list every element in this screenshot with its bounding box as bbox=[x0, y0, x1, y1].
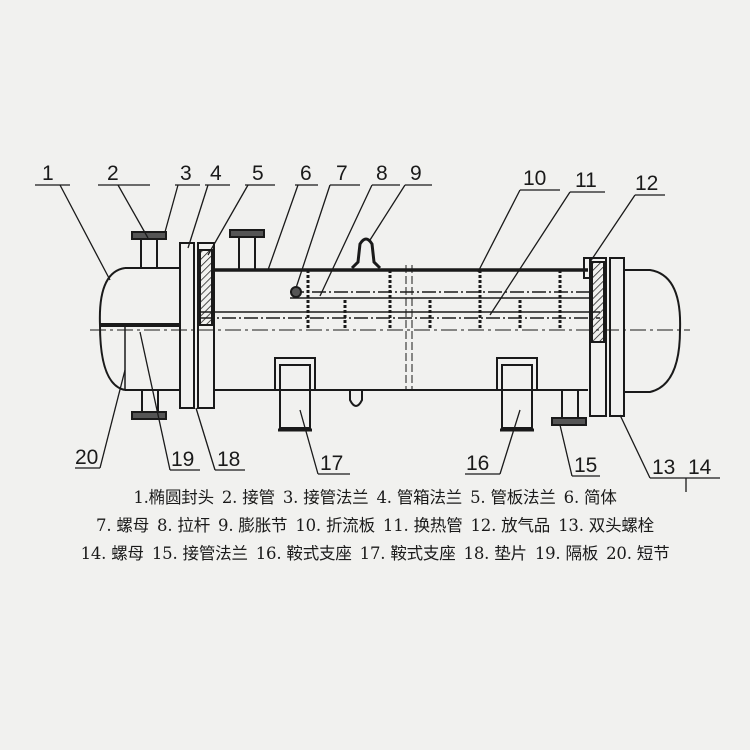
legend-item: 3. 接管法兰 bbox=[282, 488, 369, 507]
legend-item: 11. 换热管 bbox=[382, 516, 463, 535]
legend-item: 7. 螺母 bbox=[96, 516, 150, 535]
callout-numbers: 1 2 3 4 5 6 7 8 9 10 11 12 13 14 15 16 1… bbox=[42, 162, 712, 479]
legend-item: 8. 拉杆 bbox=[157, 516, 211, 535]
callout-2: 2 bbox=[107, 162, 119, 185]
legend-item: 4. 管箱法兰 bbox=[376, 488, 463, 507]
right-head-flange bbox=[609, 257, 625, 417]
callout-4: 4 bbox=[210, 162, 222, 185]
callout-1: 1 bbox=[42, 162, 54, 185]
left-elliptical-head bbox=[98, 267, 126, 391]
callout-10: 10 bbox=[523, 167, 546, 190]
saddle-16 bbox=[496, 357, 538, 432]
legend-item: 13. 双头螺栓 bbox=[558, 516, 654, 535]
legend-item: 15. 接管法兰 bbox=[151, 544, 248, 563]
saddle-17 bbox=[274, 357, 316, 432]
nozzle-top-left bbox=[140, 237, 158, 269]
channel-flange bbox=[179, 242, 195, 409]
legend-item: 18. 垫片 bbox=[463, 544, 527, 563]
legend-line-3: 14. 螺母 15. 接管法兰 16. 鞍式支座 17. 鞍式支座 18. 垫片 19. … bbox=[0, 540, 750, 564]
tubesheet-flange bbox=[197, 242, 215, 409]
callout-9: 9 bbox=[410, 162, 422, 185]
legend-item: 20. 短节 bbox=[606, 544, 670, 563]
legend-line-2: 7. 螺母 8. 拉杆 9. 膨胀节 10. 折流板 11. 换热管 12. 放气品 13.… bbox=[0, 512, 750, 536]
legend-item: 6. 简体 bbox=[563, 488, 617, 507]
callout-16: 16 bbox=[466, 452, 489, 475]
legend-item: 5. 管板法兰 bbox=[470, 488, 556, 507]
callout-15: 15 bbox=[574, 454, 597, 477]
legend-item: 12. 放气品 bbox=[470, 516, 551, 535]
legend-item: 10. 折流板 bbox=[295, 516, 375, 535]
callout-6: 6 bbox=[300, 162, 312, 185]
legend-item: 16. 鞍式支座 bbox=[255, 544, 352, 563]
legend-item: 1.椭圆封头 bbox=[133, 488, 214, 507]
legend-item: 19. 隔板 bbox=[534, 544, 599, 563]
legend-line-1: 1.椭圆封头 2. 接管 3. 接管法兰 4. 管箱法兰 5. 管板法兰 6. 简体 bbox=[0, 484, 750, 508]
legend-item: 14. 螺母 bbox=[80, 544, 144, 563]
callout-17: 17 bbox=[320, 452, 343, 475]
legend-item: 9. 膨胀节 bbox=[218, 516, 288, 535]
callout-11: 11 bbox=[575, 169, 597, 192]
callout-13: 13 bbox=[652, 456, 675, 479]
callout-19: 19 bbox=[171, 448, 194, 471]
vent bbox=[583, 257, 591, 279]
callout-8: 8 bbox=[376, 162, 388, 185]
callout-12: 12 bbox=[635, 172, 658, 195]
nut bbox=[290, 286, 302, 298]
callout-20: 20 bbox=[75, 446, 98, 469]
right-tubesheet-flange bbox=[589, 257, 607, 417]
legend-item: 17. 鞍式支座 bbox=[359, 544, 456, 563]
legend-item: 2. 接管 bbox=[221, 488, 275, 507]
baffles bbox=[306, 270, 562, 330]
callout-5: 5 bbox=[252, 162, 264, 185]
callout-14: 14 bbox=[688, 456, 712, 479]
callout-18: 18 bbox=[217, 448, 240, 471]
callout-7: 7 bbox=[336, 162, 348, 185]
callout-3: 3 bbox=[180, 162, 192, 185]
right-elliptical-head bbox=[624, 269, 682, 393]
